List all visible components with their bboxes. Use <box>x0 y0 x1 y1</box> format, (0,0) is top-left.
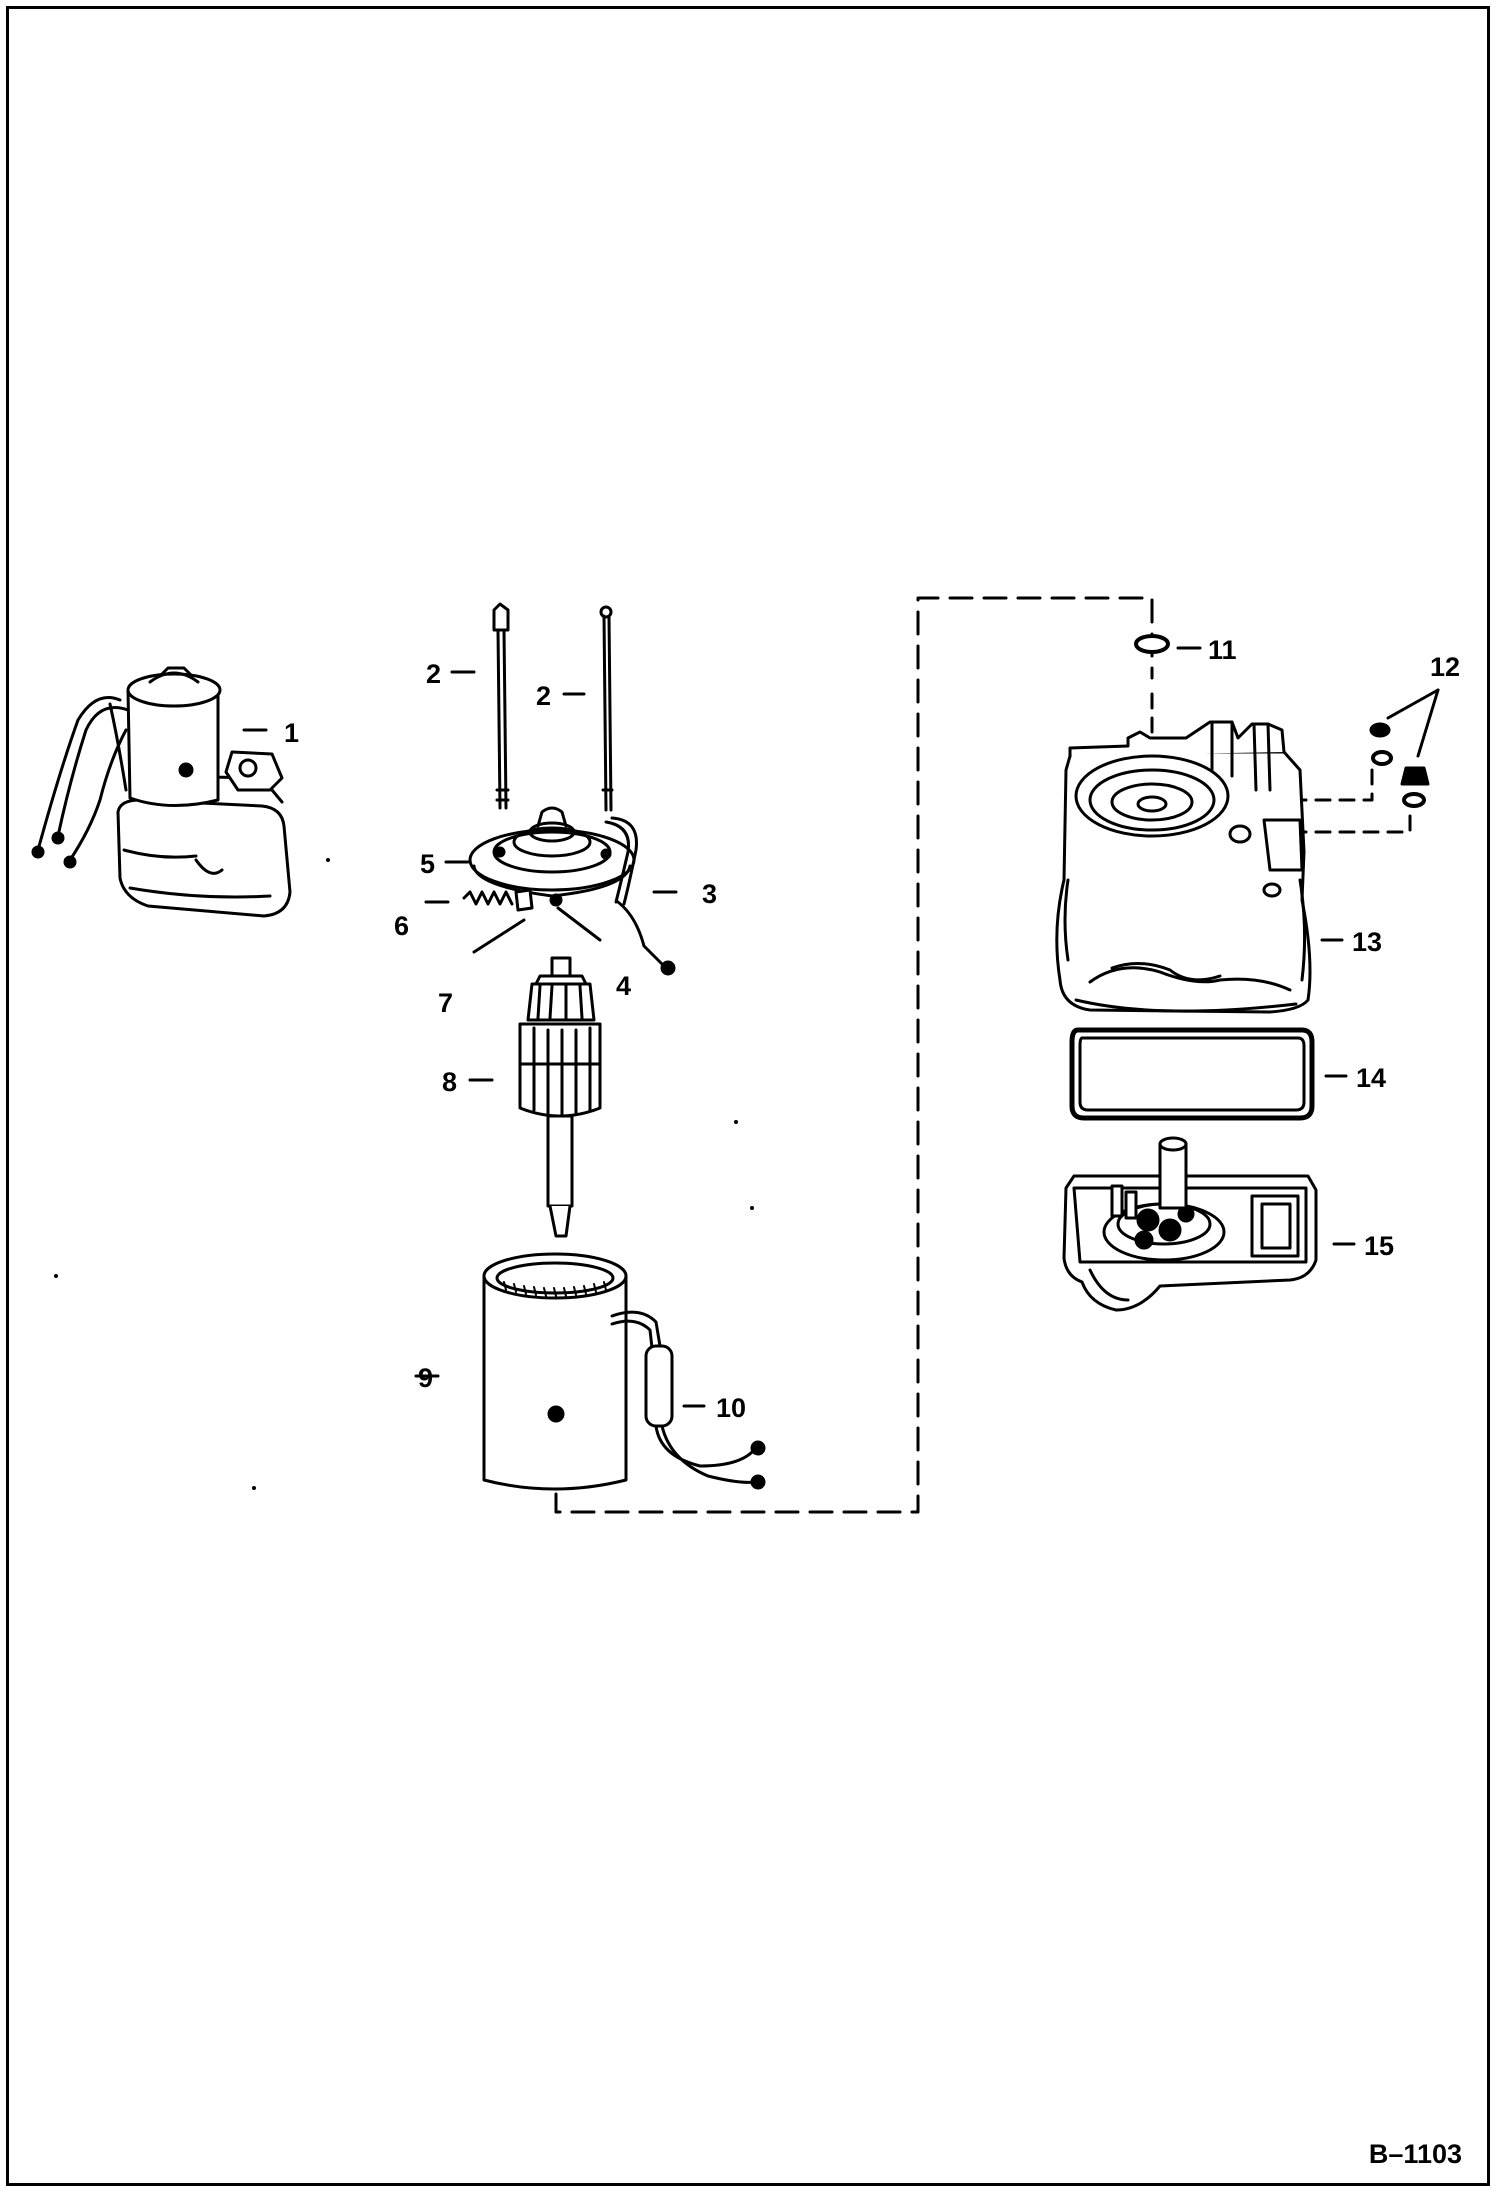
callout-10: 10 <box>716 1393 746 1423</box>
callout-13: 13 <box>1352 927 1382 957</box>
part-3-lead-wire <box>604 816 678 976</box>
part-13-reservoir-body <box>1055 720 1344 1014</box>
page-border <box>6 6 1490 2186</box>
callout-4: 4 <box>616 971 631 1001</box>
callout-8: 8 <box>442 1067 457 1097</box>
callout-2-left: 2 <box>426 659 441 689</box>
part-4-ball <box>549 893 602 942</box>
part-1-pump-assembly <box>31 666 292 918</box>
part-6-brush-spring <box>424 890 514 906</box>
part-9-motor-housing <box>414 1252 662 1491</box>
part-11-o-ring <box>1134 634 1202 654</box>
callout-15: 15 <box>1364 1231 1394 1261</box>
callout-7: 7 <box>438 988 453 1018</box>
part-15-valve-plate <box>1062 1136 1356 1312</box>
part-8-armature <box>468 956 602 1238</box>
part-14-gasket <box>1069 1027 1348 1121</box>
callout-1: 1 <box>284 718 299 748</box>
part-10-field-lead <box>644 1344 766 1490</box>
callout-14: 14 <box>1356 1063 1386 1093</box>
drawing-number: B–1103 <box>1368 2139 1462 2169</box>
callout-2-right: 2 <box>536 681 551 711</box>
callout-3: 3 <box>702 879 717 909</box>
callout-5: 5 <box>420 849 435 879</box>
part-2-through-bolt-right <box>562 605 614 812</box>
callout-9: 9 <box>418 1363 433 1393</box>
print-specks <box>54 858 754 1490</box>
callout-12: 12 <box>1430 652 1460 682</box>
assembly-path-dashed-line <box>554 596 1154 1514</box>
callout-6: 6 <box>394 911 409 941</box>
part-2-through-bolt-left <box>450 602 510 810</box>
callout-11: 11 <box>1208 635 1237 665</box>
part-7-brush <box>472 888 534 954</box>
